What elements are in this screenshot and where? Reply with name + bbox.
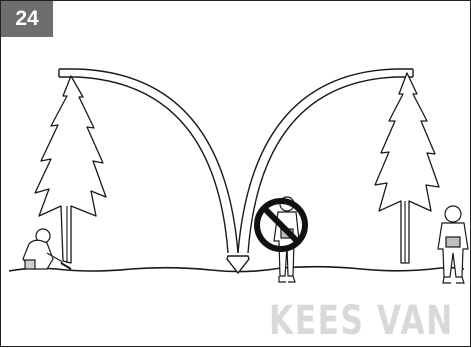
tree-icon — [375, 73, 439, 263]
arrow-down-icon — [227, 256, 249, 273]
worker-icon — [438, 206, 468, 283]
figure-number-badge: 24 — [1, 1, 53, 37]
fall-arc — [59, 69, 413, 253]
watermark: KEES VAN — [269, 298, 454, 344]
figure-number: 24 — [15, 7, 38, 31]
